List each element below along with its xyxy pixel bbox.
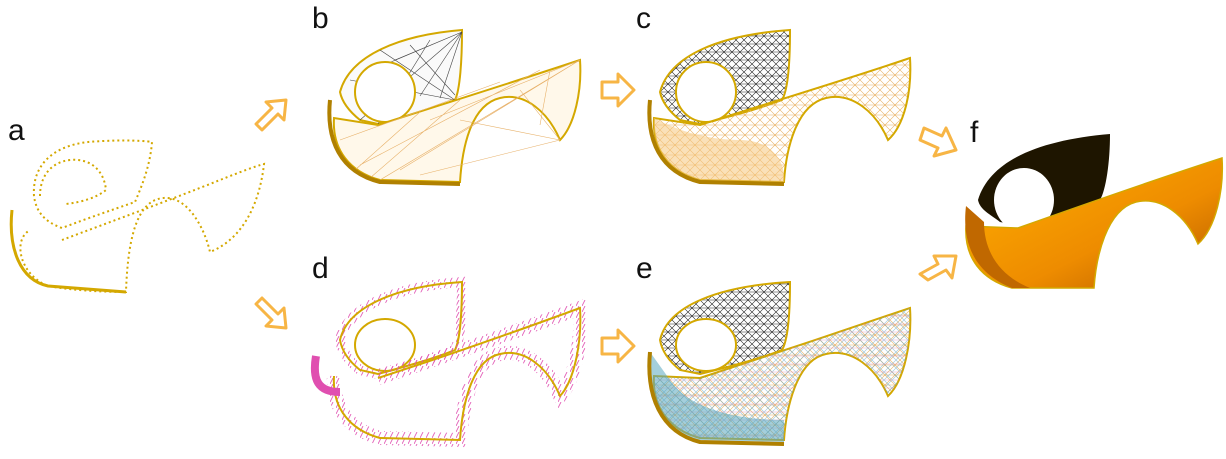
panel-b-label: b	[312, 2, 329, 35]
window-hole	[676, 62, 736, 122]
arrow-d-to-e	[602, 330, 634, 362]
arrow-c-to-f	[920, 128, 956, 156]
panel-f-label: f	[970, 116, 979, 149]
window-hole	[676, 319, 736, 371]
arrow-e-to-f	[920, 256, 956, 280]
arrow-a-to-b	[256, 100, 286, 130]
panel-b: b	[312, 2, 580, 184]
window-hole	[355, 62, 415, 122]
panel-f: f	[965, 116, 1222, 288]
panel-d-label: d	[312, 252, 329, 285]
window-hole-curve	[40, 160, 106, 204]
panel-c-label: c	[636, 2, 651, 35]
panel-a-label: a	[8, 114, 25, 147]
panel-c: c	[636, 2, 910, 184]
panel-e: e	[636, 252, 910, 444]
arrow-a-to-d	[256, 298, 286, 328]
panel-a: a	[8, 114, 264, 292]
window-curve	[34, 141, 152, 229]
arrow-b-to-c	[602, 74, 634, 106]
panel-d: d	[312, 252, 580, 440]
panel-e-label: e	[636, 252, 653, 285]
